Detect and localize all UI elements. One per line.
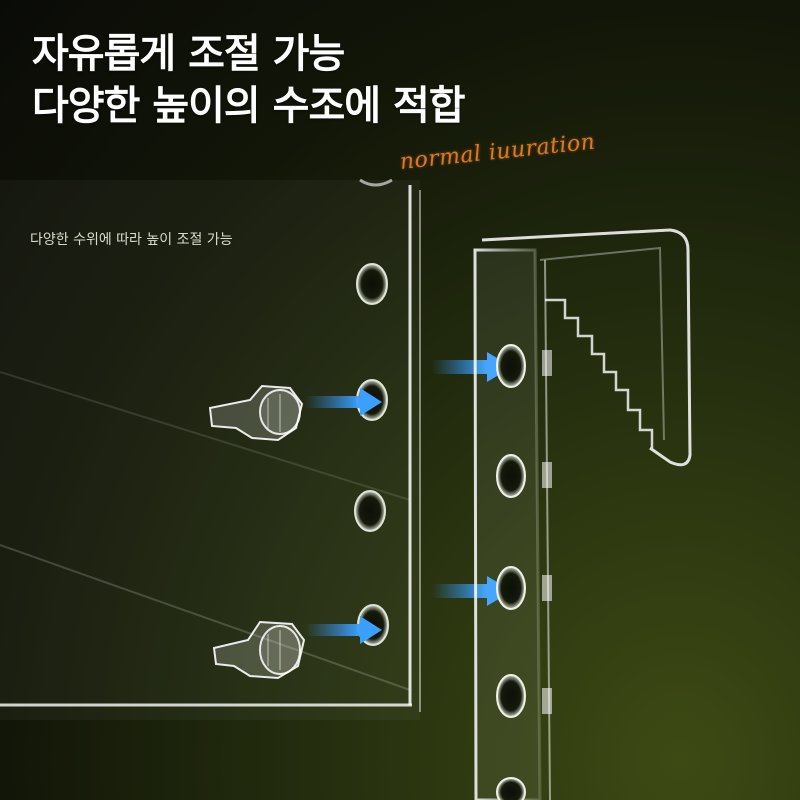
- headline: 자유롭게 조절 가능 다양한 높이의 수조에 적합: [32, 28, 466, 132]
- acrylic-clip-icon: [208, 384, 304, 442]
- subtext: 다양한 수위에 따라 높이 조절 가능: [30, 232, 233, 248]
- acrylic-hanger-bracket: [473, 228, 692, 800]
- tank-glass-panel: [0, 178, 421, 720]
- blue-arrow-icon: [305, 388, 382, 416]
- headline-line-2: 다양한 높이의 수조에 적합: [32, 83, 466, 129]
- blue-arrow-icon: [305, 616, 382, 644]
- acrylic-clip-icon: [212, 620, 306, 680]
- headline-line-1: 자유롭게 조절 가능: [32, 31, 345, 77]
- mounting-hole-icon: [496, 344, 526, 800]
